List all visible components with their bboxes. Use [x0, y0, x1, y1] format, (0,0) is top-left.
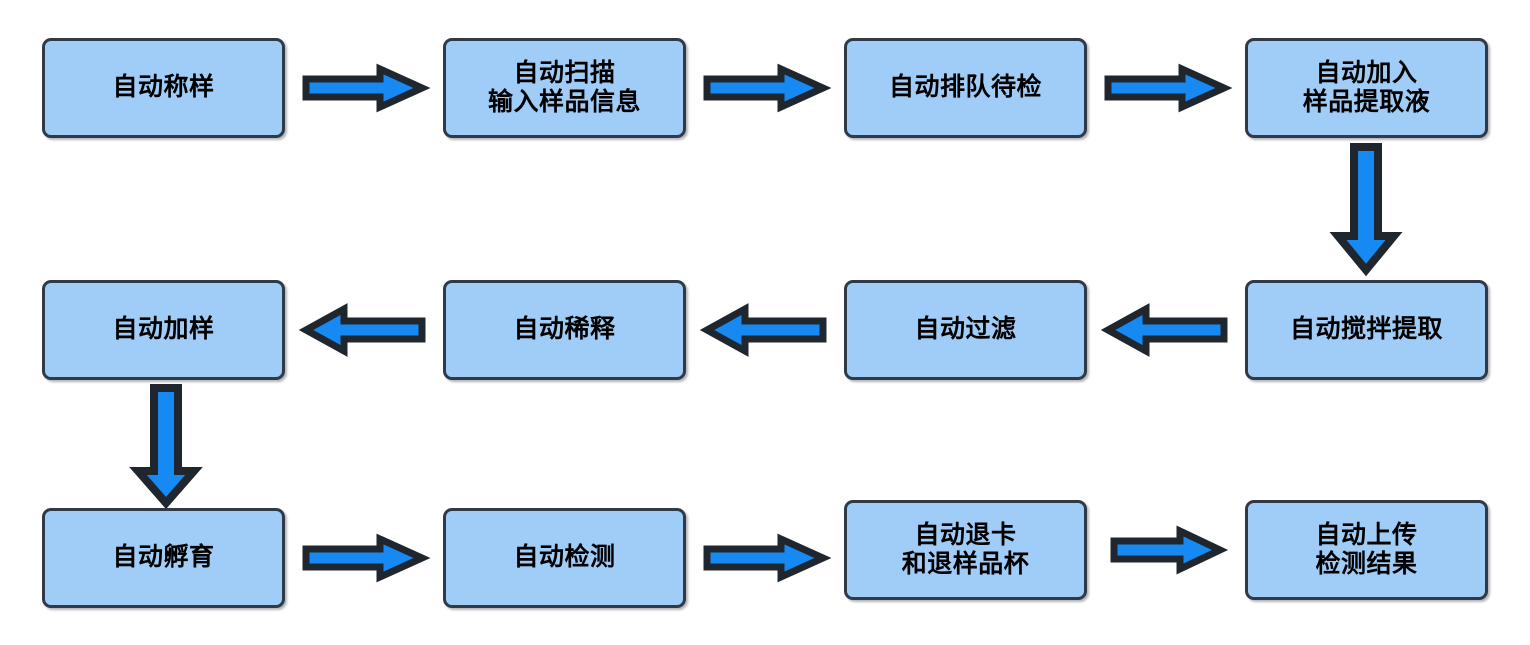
node-label: 自动排队待检 [888, 73, 1042, 102]
arrow-stir-to-filter [1100, 303, 1228, 357]
node-label: 自动过滤 [914, 315, 1017, 344]
arrow-incubate-to-detect [302, 533, 431, 583]
node-label: 自动上传 检测结果 [1315, 520, 1418, 579]
node-label: 自动加入 样品提取液 [1302, 58, 1431, 117]
node-label: 自动搅拌提取 [1289, 315, 1443, 344]
node-queue[interactable]: 自动排队待检 [844, 38, 1087, 138]
node-weigh[interactable]: 自动称样 [42, 38, 285, 138]
node-upload[interactable]: 自动上传 检测结果 [1245, 500, 1488, 600]
node-label: 自动孵育 [112, 543, 215, 572]
node-scan[interactable]: 自动扫描 输入样品信息 [443, 38, 686, 138]
node-eject[interactable]: 自动退卡 和退样品杯 [844, 500, 1087, 600]
node-label: 自动稀释 [513, 315, 616, 344]
node-add-extract[interactable]: 自动加入 样品提取液 [1245, 38, 1488, 138]
node-label: 自动加样 [112, 315, 215, 344]
node-detect[interactable]: 自动检测 [443, 508, 686, 608]
arrow-detect-to-eject [703, 533, 832, 583]
node-add-sample[interactable]: 自动加样 [42, 280, 285, 380]
node-stir[interactable]: 自动搅拌提取 [1245, 280, 1488, 380]
node-incubate[interactable]: 自动孵育 [42, 508, 285, 608]
node-filter[interactable]: 自动过滤 [844, 280, 1087, 380]
arrow-queue-to-add-extract [1104, 63, 1233, 113]
arrow-add-sample-to-incubate [129, 383, 203, 510]
arrow-eject-to-upload [1110, 525, 1229, 575]
node-label: 自动退卡 和退样品杯 [901, 520, 1030, 579]
arrow-add-extract-to-stir [1329, 142, 1403, 277]
arrow-weigh-to-scan [302, 63, 431, 113]
arrow-filter-to-dilute [699, 303, 827, 357]
arrow-scan-to-queue [703, 63, 832, 113]
node-label: 自动称样 [112, 73, 215, 102]
node-label: 自动扫描 输入样品信息 [487, 58, 641, 117]
arrow-dilute-to-add-sample [298, 303, 426, 357]
node-label: 自动检测 [513, 543, 616, 572]
node-dilute[interactable]: 自动稀释 [443, 280, 686, 380]
